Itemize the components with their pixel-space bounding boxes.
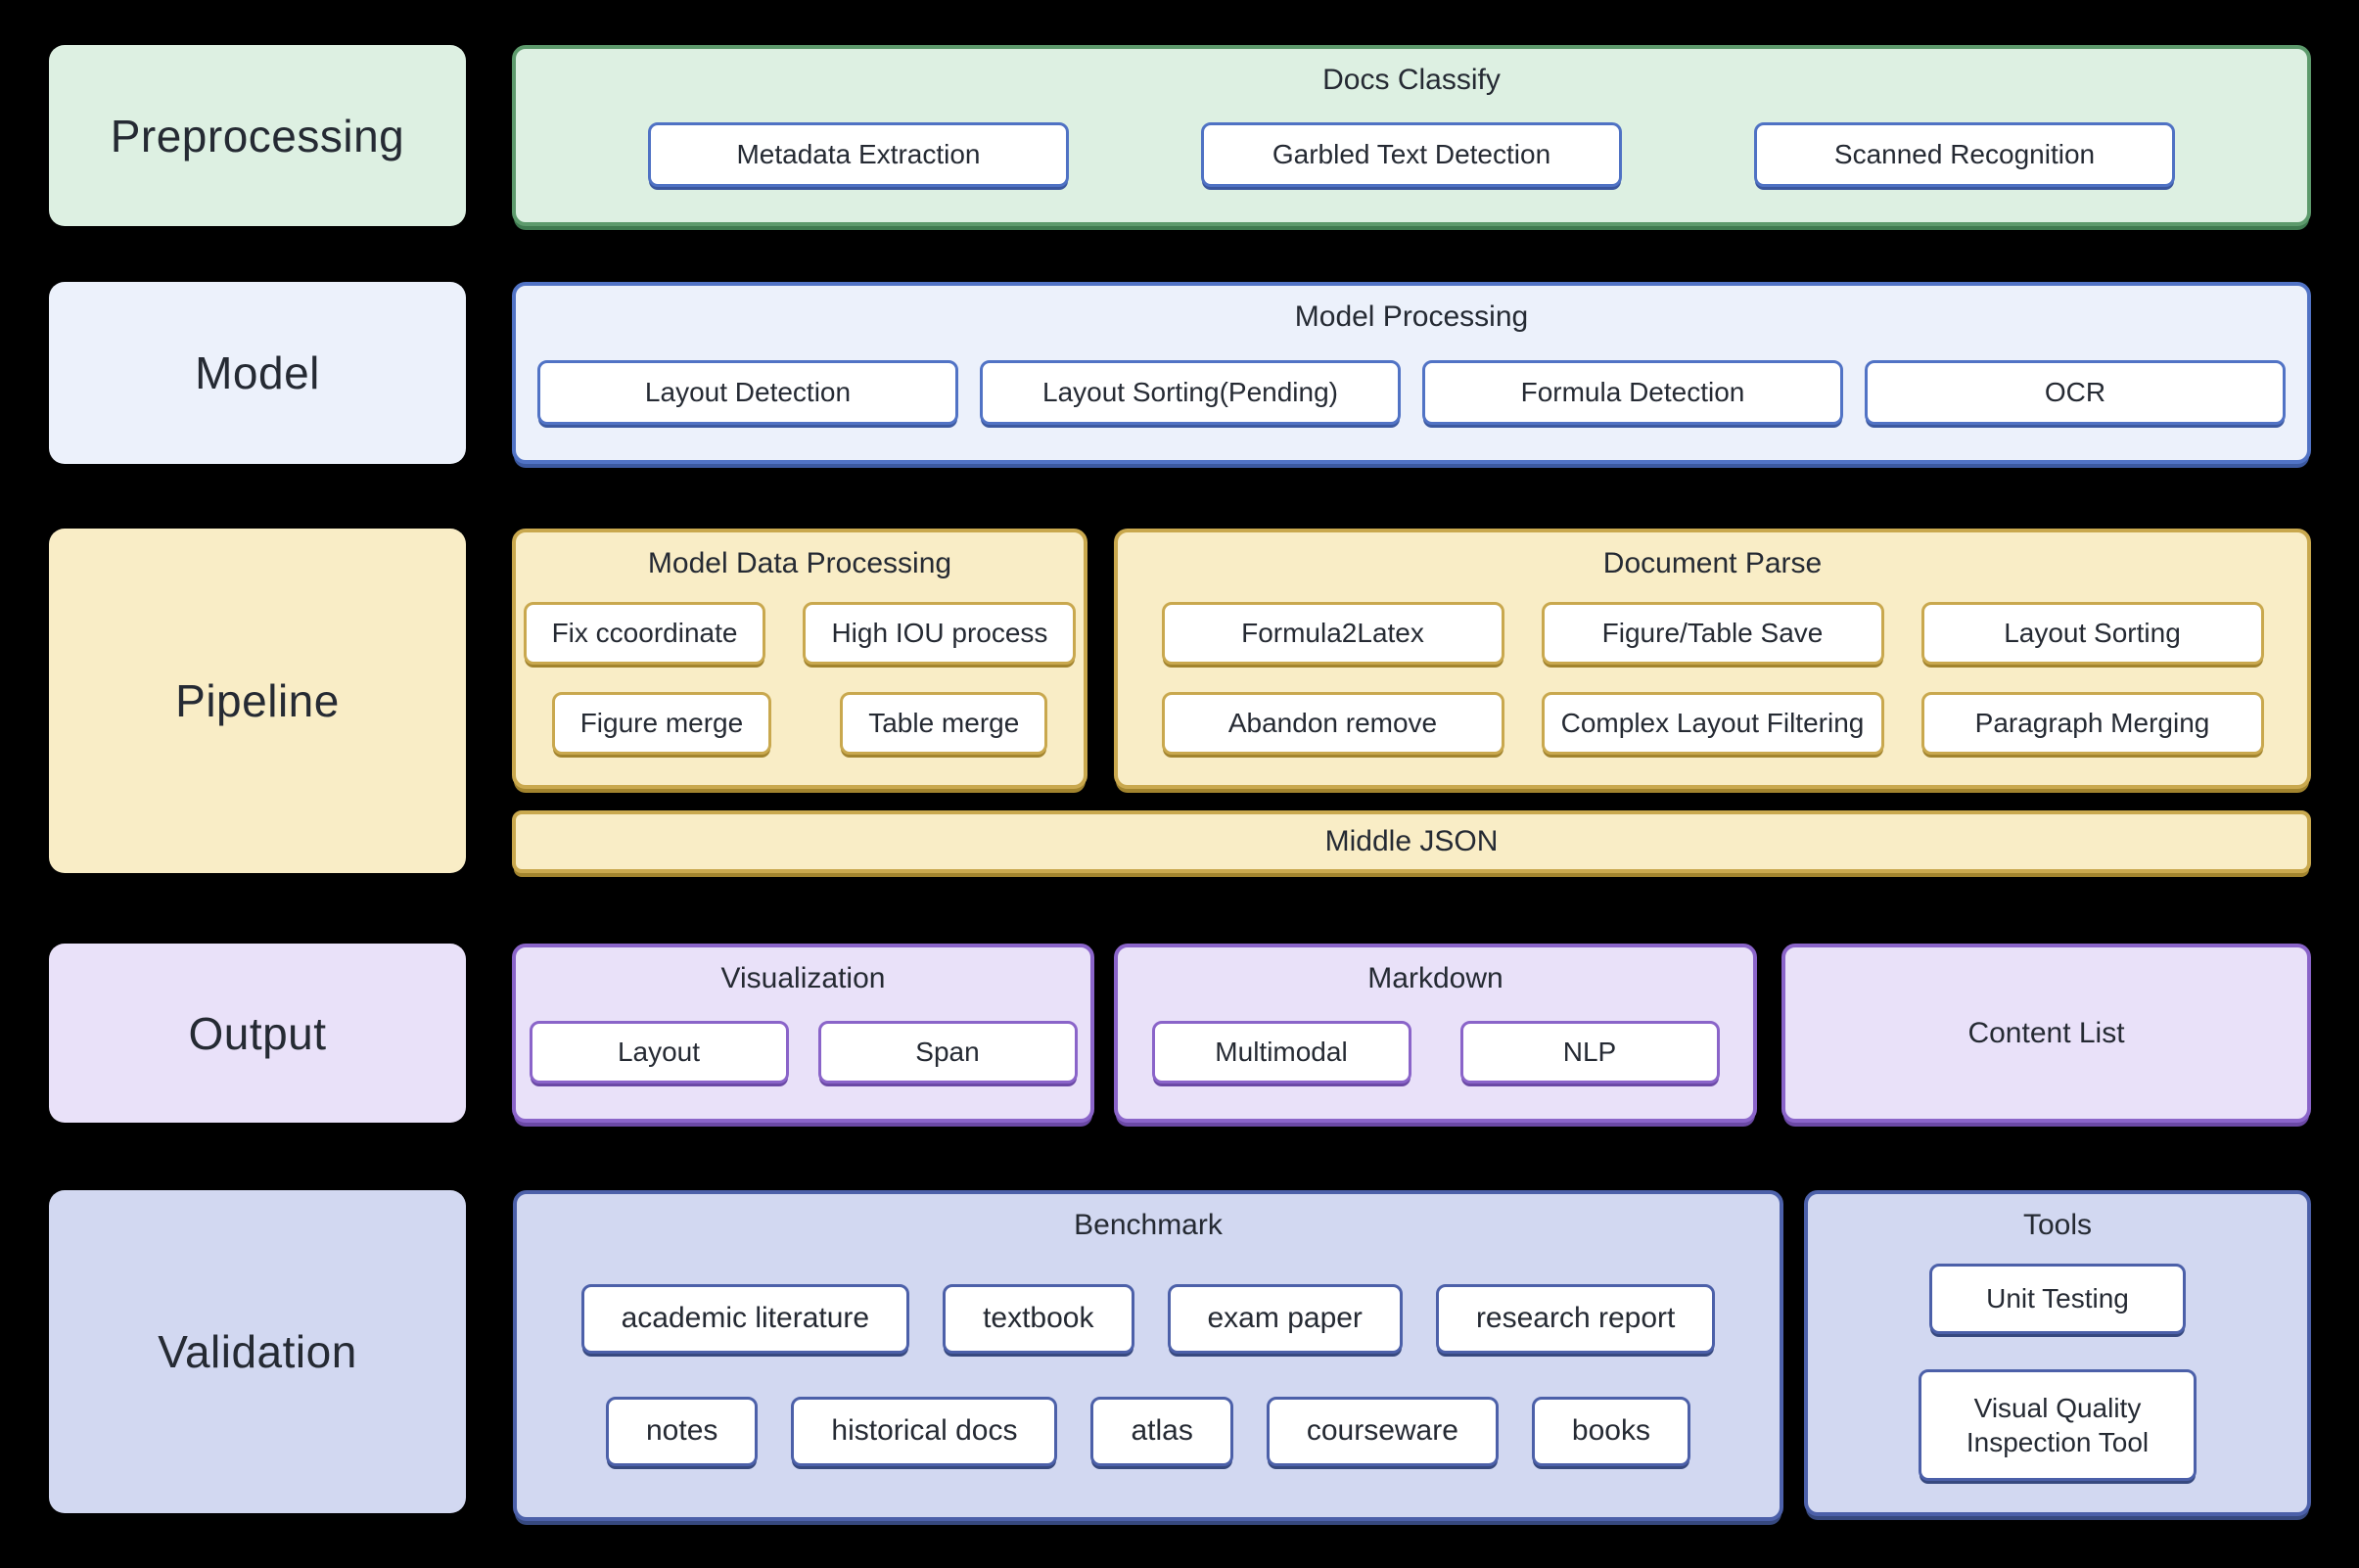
stage-label-preprocessing: Preprocessing: [49, 45, 466, 226]
stage-label-output: Output: [49, 944, 466, 1123]
node-atlas: atlas: [1090, 1396, 1233, 1466]
node-layout-sorting-pending: Layout Sorting(Pending): [980, 359, 1401, 425]
node-notes: notes: [606, 1396, 759, 1466]
node-formula-detection: Formula Detection: [1422, 359, 1843, 425]
stage-label-model: Model: [49, 282, 466, 464]
group-model-data-processing: Model Data Processing Fix ccoordinate Hi…: [512, 529, 1087, 789]
node-paragraph-merging: Paragraph Merging: [1920, 691, 2264, 755]
group-title-visualization: Visualization: [720, 962, 886, 994]
group-title-tools: Tools: [2022, 1209, 2093, 1241]
node-multimodal: Multimodal: [1151, 1021, 1411, 1084]
model-data-processing-nodes: Fix ccoordinate High IOU process Figure …: [516, 580, 1084, 785]
group-model-processing: Model Processing Layout Detection Layout…: [512, 282, 2311, 464]
node-ocr: OCR: [1865, 359, 2286, 425]
node-scanned-recognition: Scanned Recognition: [1754, 122, 2175, 187]
node-metadata-extraction: Metadata Extraction: [648, 122, 1069, 187]
node-courseware: courseware: [1266, 1396, 1499, 1466]
docs-classify-nodes: Metadata Extraction Garbled Text Detecti…: [516, 97, 2307, 222]
stage-label-validation: Validation: [49, 1190, 466, 1513]
node-textbook: textbook: [943, 1283, 1134, 1354]
node-layout-detection: Layout Detection: [537, 359, 958, 425]
group-title-markdown: Markdown: [1367, 962, 1503, 994]
node-layout-sorting: Layout Sorting: [1920, 601, 2264, 665]
node-figure-merge: Figure merge: [551, 691, 772, 755]
node-unit-testing: Unit Testing: [1929, 1264, 2186, 1334]
model-processing-nodes: Layout Detection Layout Sorting(Pending)…: [516, 334, 2307, 460]
document-parse-nodes: Formula2Latex Figure/Table Save Layout S…: [1118, 580, 2307, 785]
group-title-benchmark: Benchmark: [1074, 1209, 1223, 1241]
group-benchmark: Benchmark academic literature textbook e…: [513, 1190, 1783, 1521]
node-complex-layout-filtering: Complex Layout Filtering: [1541, 691, 1884, 755]
node-formula2latex: Formula2Latex: [1161, 601, 1504, 665]
stage-label-pipeline: Pipeline: [49, 529, 466, 873]
node-high-iou-process: High IOU process: [803, 601, 1077, 665]
visualization-nodes: Layout Span: [516, 995, 1090, 1119]
group-document-parse: Document Parse Formula2Latex Figure/Tabl…: [1114, 529, 2311, 789]
benchmark-nodes: academic literature textbook exam paper …: [517, 1242, 1780, 1517]
group-title-docs-classify: Docs Classify: [1322, 64, 1501, 96]
node-layout: Layout: [529, 1021, 789, 1084]
tools-nodes: Unit Testing Visual Quality Inspection T…: [1808, 1242, 2307, 1512]
node-research-report: research report: [1435, 1283, 1716, 1354]
node-abandon-remove: Abandon remove: [1161, 691, 1504, 755]
group-title-model-data-processing: Model Data Processing: [647, 547, 952, 579]
node-garbled-text-detection: Garbled Text Detection: [1201, 122, 1622, 187]
node-table-merge: Table merge: [840, 691, 1048, 755]
group-visualization: Visualization Layout Span: [512, 944, 1094, 1123]
group-title-model-processing: Model Processing: [1294, 300, 1529, 333]
node-span: Span: [817, 1021, 1078, 1084]
node-fix-ccoordinate: Fix ccoordinate: [523, 601, 766, 665]
node-figure-table-save: Figure/Table Save: [1541, 601, 1884, 665]
node-books: books: [1531, 1396, 1690, 1466]
group-content-list: Content List: [1781, 944, 2311, 1123]
bar-middle-json: Middle JSON: [512, 810, 2311, 873]
node-historical-docs: historical docs: [791, 1396, 1058, 1466]
node-exam-paper: exam paper: [1167, 1283, 1403, 1354]
group-title-document-parse: Document Parse: [1602, 547, 1823, 579]
node-academic-literature: academic literature: [580, 1283, 910, 1354]
group-markdown: Markdown Multimodal NLP: [1114, 944, 1757, 1123]
group-title-content-list: Content List: [1967, 1016, 2125, 1049]
group-docs-classify: Docs Classify Metadata Extraction Garble…: [512, 45, 2311, 226]
markdown-nodes: Multimodal NLP: [1118, 995, 1753, 1119]
node-nlp: NLP: [1459, 1021, 1720, 1084]
group-tools: Tools Unit Testing Visual Quality Inspec…: [1804, 1190, 2311, 1516]
node-visual-quality-inspection-tool: Visual Quality Inspection Tool: [1919, 1369, 2197, 1481]
